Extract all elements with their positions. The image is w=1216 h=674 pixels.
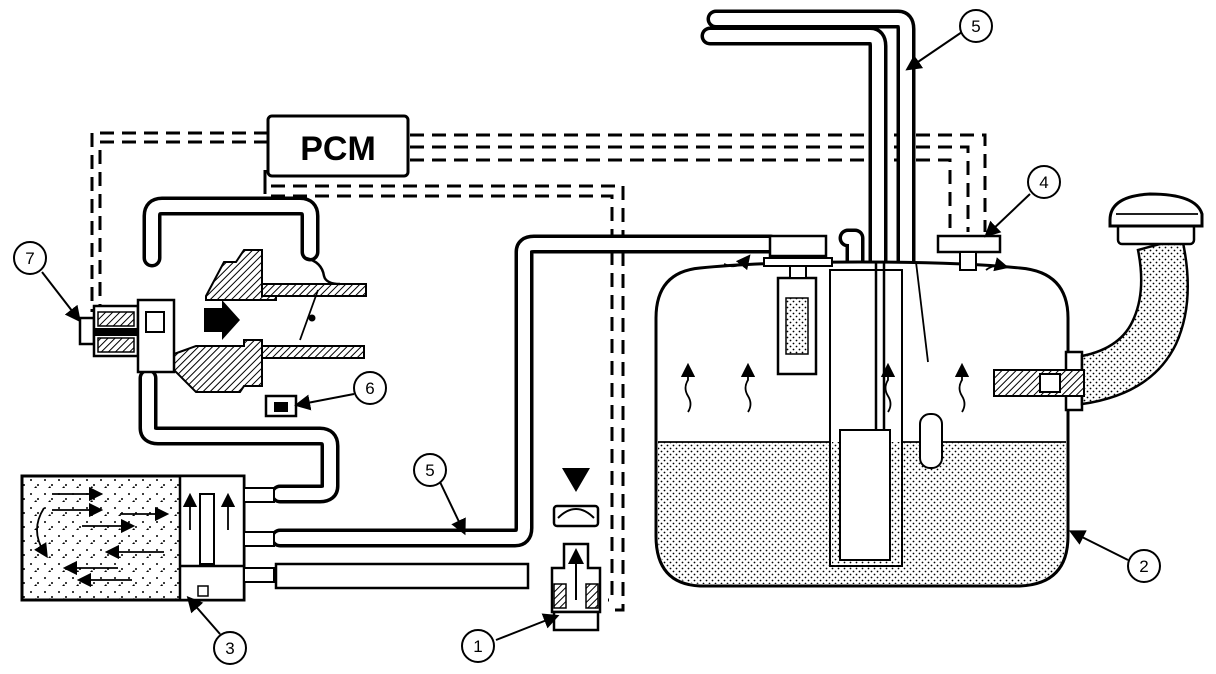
pcm-wiring bbox=[90, 131, 987, 612]
pcm-module: PCM bbox=[266, 114, 410, 178]
callout-4: 4 bbox=[984, 165, 1061, 238]
callout-3: 3 bbox=[186, 595, 247, 665]
charcoal-canister bbox=[20, 474, 275, 602]
fuel-tank bbox=[654, 234, 1070, 588]
callout-4-label: 4 bbox=[1039, 173, 1048, 192]
pcm-label: PCM bbox=[300, 130, 376, 168]
callout-5-top-label: 5 bbox=[971, 17, 980, 36]
purge-solenoid bbox=[78, 298, 176, 374]
callout-2-label: 2 bbox=[1139, 557, 1148, 576]
callout-7-label: 7 bbox=[25, 249, 34, 268]
callout-6-label: 6 bbox=[365, 379, 374, 398]
callout-5-top: 5 bbox=[905, 9, 993, 71]
airflow-arrow-icon bbox=[204, 300, 240, 340]
callout-5-bottom-label: 5 bbox=[425, 461, 434, 480]
callout-2: 2 bbox=[1068, 530, 1161, 583]
rollover-valve bbox=[936, 234, 1002, 271]
callout-3-label: 3 bbox=[225, 639, 234, 658]
pressure-sensor bbox=[264, 394, 298, 418]
vent-valve bbox=[550, 468, 602, 632]
callout-6: 6 bbox=[294, 371, 387, 411]
throttle-body bbox=[173, 249, 367, 393]
callout-1: 1 bbox=[461, 613, 560, 663]
vapor-hoses bbox=[138, 196, 865, 590]
callout-1-label: 1 bbox=[473, 637, 482, 656]
vent-pipes bbox=[700, 9, 916, 370]
vent-flow-arrow-icon bbox=[562, 468, 590, 492]
callout-5-bottom: 5 bbox=[413, 453, 466, 536]
filler-neck bbox=[993, 192, 1204, 412]
callout-7: 7 bbox=[13, 241, 81, 323]
callouts: 1 2 3 4 5 5 6 bbox=[13, 9, 1161, 665]
